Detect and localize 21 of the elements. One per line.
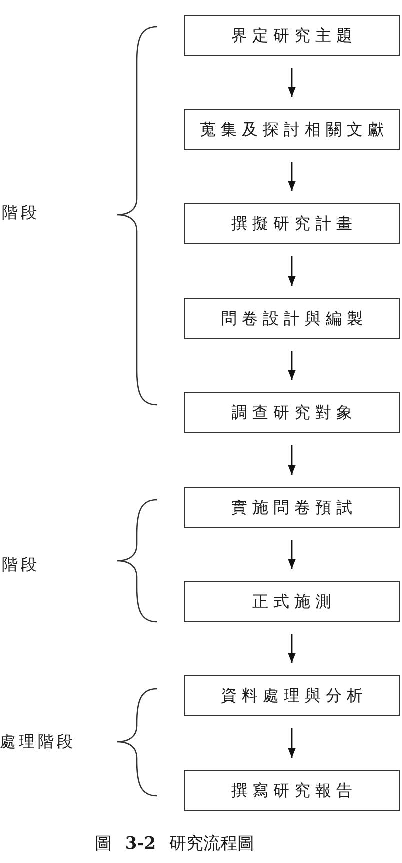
arrow bbox=[288, 256, 296, 286]
process-box: 實施問卷預試 bbox=[184, 487, 400, 528]
process-box: 界定研究主題 bbox=[184, 15, 400, 56]
arrow bbox=[288, 351, 296, 380]
process-box: 撰寫研究報告 bbox=[184, 770, 400, 811]
process-box: 正式施測 bbox=[184, 581, 400, 622]
process-box: 調查研究對象 bbox=[184, 392, 400, 433]
process-box: 問卷設計與編製 bbox=[184, 298, 400, 339]
figure-caption: 圖 3-2 研究流程圖 bbox=[95, 833, 255, 855]
arrow bbox=[288, 162, 296, 191]
stage-label: 階段 bbox=[2, 555, 40, 575]
process-box: 撰擬研究計畫 bbox=[184, 203, 400, 244]
arrow bbox=[288, 540, 296, 569]
arrow bbox=[288, 634, 296, 663]
process-box: 資料處理與分析 bbox=[184, 675, 400, 716]
arrow bbox=[288, 68, 296, 97]
stage-label: 處理階段 bbox=[0, 732, 76, 752]
process-box: 蒐集及探討相關文獻 bbox=[184, 109, 400, 150]
stage-label: 階段 bbox=[2, 203, 40, 223]
arrow bbox=[288, 728, 296, 758]
arrow bbox=[288, 445, 296, 475]
